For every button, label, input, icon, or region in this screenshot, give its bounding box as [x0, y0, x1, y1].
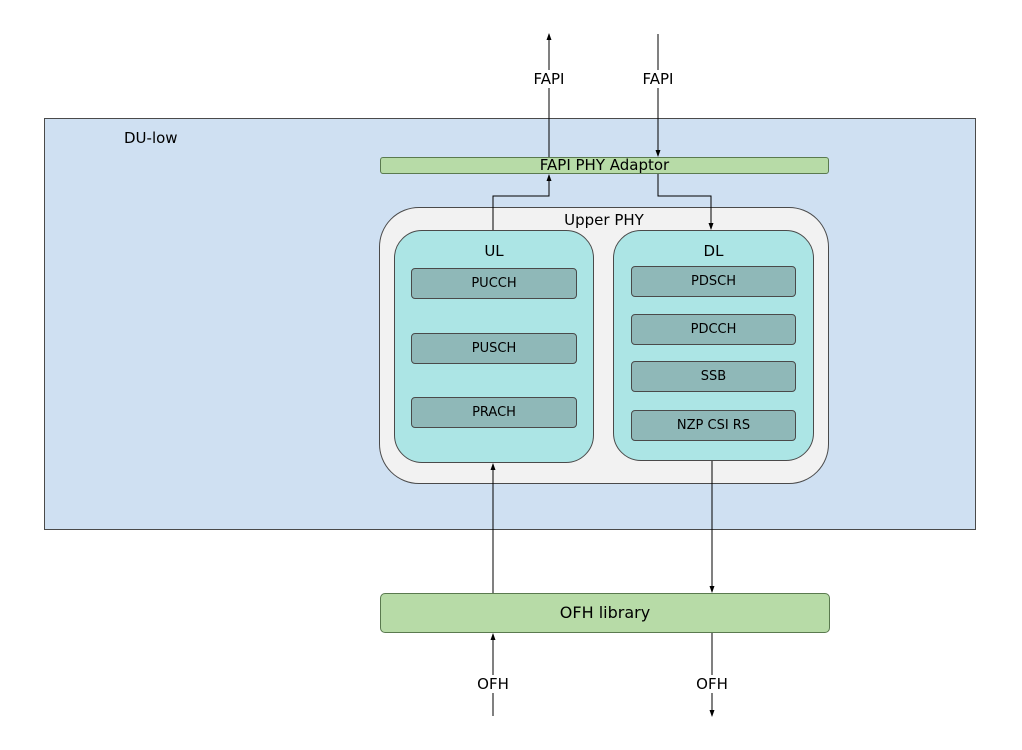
adaptor-to-dl-arrow — [657, 174, 714, 230]
ofh-out-label: OFH — [682, 675, 742, 693]
dl-channel-pdsch: PDSCH — [631, 266, 796, 297]
fapi-out-label: FAPI — [519, 70, 579, 88]
du-low-title: DU-low — [124, 129, 178, 147]
dl-channel-ssb: SSB — [631, 361, 796, 392]
ofh-library-box: OFH library — [380, 593, 830, 633]
ofh-in-label: OFH — [463, 675, 523, 693]
ul-group-title: UL — [484, 242, 504, 260]
ul-channel-prach: PRACH — [411, 397, 577, 428]
fapi-in-label: FAPI — [628, 70, 688, 88]
ul-channel-pucch: PUCCH — [411, 268, 577, 299]
dl-group-title: DL — [703, 242, 724, 260]
dl-channel-pdcch: PDCCH — [631, 314, 796, 345]
dl-channel-nzp-csi-rs: NZP CSI RS — [631, 410, 796, 441]
fapi-phy-adaptor-box: FAPI PHY Adaptor — [380, 157, 829, 174]
upper-phy-title: Upper PHY — [564, 211, 644, 229]
ul-channel-pusch: PUSCH — [411, 333, 577, 364]
ul-to-adaptor-arrow — [492, 174, 552, 230]
